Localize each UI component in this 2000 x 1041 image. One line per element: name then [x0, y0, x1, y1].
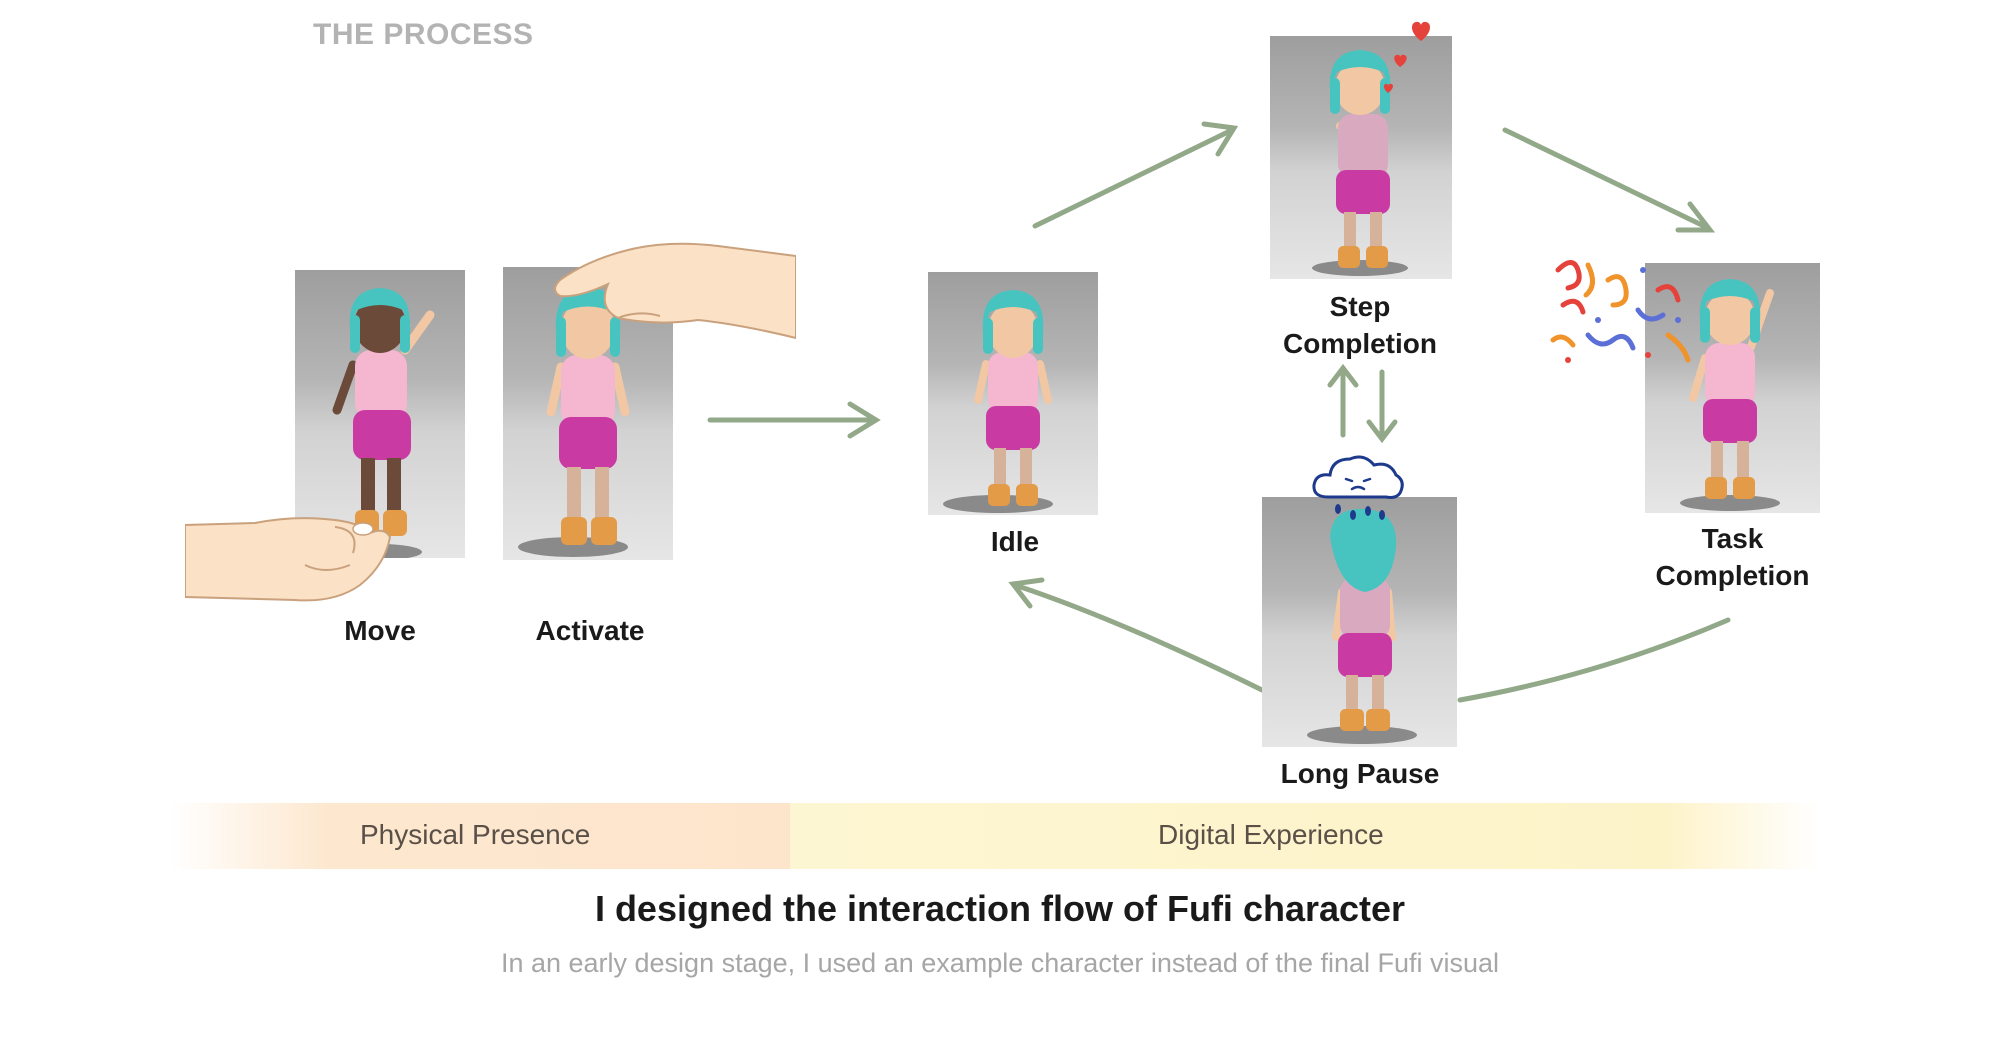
digital-experience-label: Digital Experience: [1158, 819, 1384, 850]
hearts-icon: [1383, 21, 1431, 93]
digital-experience-band: Digital Experience: [790, 803, 1820, 869]
move-frame: [295, 270, 465, 558]
physical-presence-label: Physical Presence: [360, 819, 591, 850]
label-activate: Activate: [535, 615, 645, 646]
arrow-step-to-task: [1502, 127, 1711, 231]
character-figure: [943, 290, 1053, 513]
label-task-completion: Task Completion: [1655, 523, 1810, 591]
arrow-idle-to-step: [1032, 127, 1235, 229]
label-step-completion: Step Completion: [1283, 291, 1437, 359]
arrow-task-to-long-pause: [1457, 617, 1731, 703]
character-figure: [1312, 50, 1408, 276]
long-pause-frame: [1262, 497, 1457, 747]
physical-presence-band: Physical Presence: [170, 803, 790, 869]
arrow-long-pause-to-idle: [1012, 582, 1265, 693]
caption-headline: I designed the interaction flow of Fufi …: [594, 888, 1406, 929]
hand-tapping-icon: [554, 242, 796, 340]
hand-holding-icon: [185, 517, 392, 602]
idle-frame: [928, 272, 1098, 515]
rain-cloud-icon: [1312, 455, 1404, 520]
label-idle: Idle: [990, 526, 1040, 557]
section-title: THE PROCESS: [313, 18, 534, 51]
label-move: Move: [344, 615, 416, 646]
character-figure: [1680, 279, 1780, 511]
caption-subline: In an early design stage, I used an exam…: [500, 948, 1500, 978]
character-figure: [1307, 508, 1417, 744]
label-long-pause: Long Pause: [1280, 758, 1440, 789]
character-figure: [518, 287, 630, 557]
activate-frame: [503, 267, 673, 560]
task-completion-frame: [1645, 263, 1820, 513]
confetti-icon: [1550, 260, 1691, 363]
step-completion-frame: [1270, 36, 1452, 279]
